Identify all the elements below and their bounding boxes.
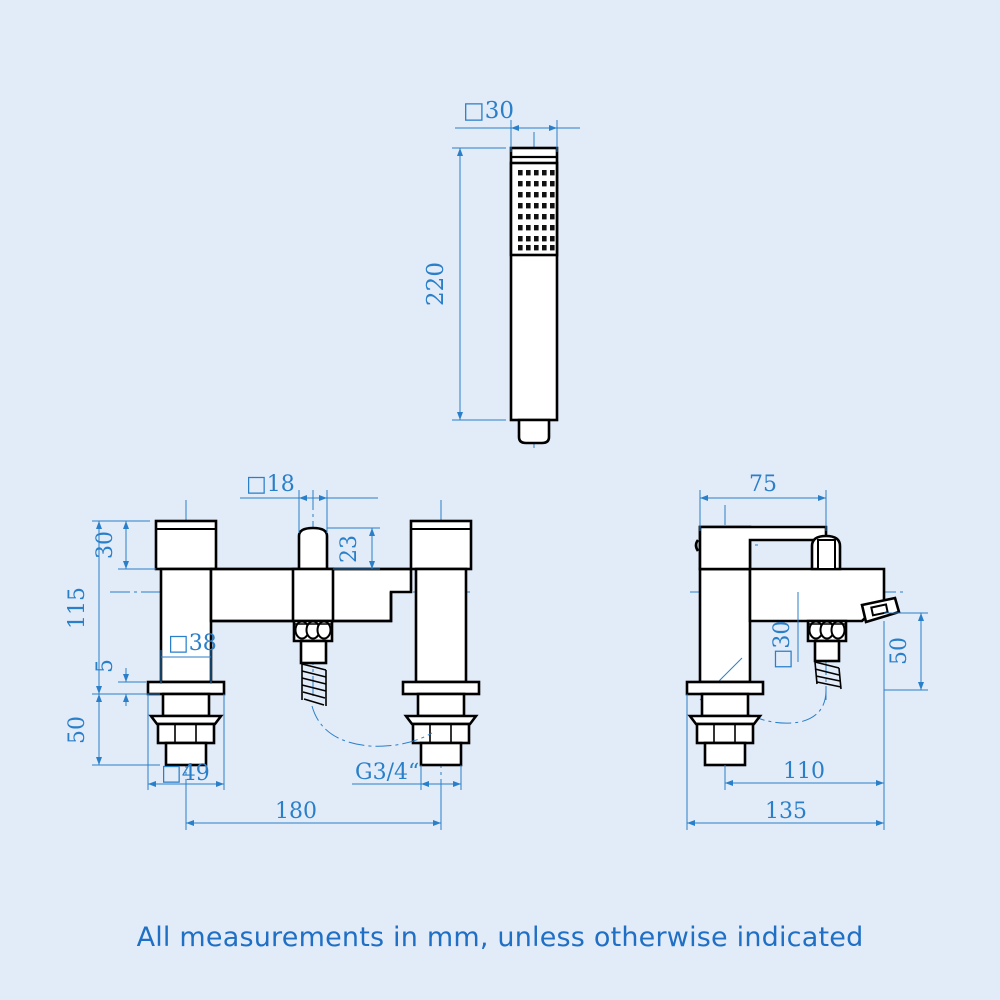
dim-front-handle-height: 30 [93, 520, 156, 570]
dim-side-diverter-dia-label: □30 [770, 621, 795, 670]
dim-front-base-width-label: □38 [168, 631, 217, 656]
front-spout-underside [211, 592, 393, 623]
front-diverter-knob [297, 526, 329, 571]
dim-side-diverter-dia: □30 [770, 592, 799, 670]
dim-front-handle-dia: □18 [240, 472, 378, 533]
front-view: □18 23 30 115 5 [65, 472, 481, 830]
front-right-column [414, 567, 468, 684]
dim-handset-length-label: 220 [423, 262, 449, 306]
front-diverter-stem [299, 639, 328, 665]
dim-side-offset: 110 [724, 621, 885, 790]
side-tail [703, 741, 747, 767]
dim-front-centres-label: 180 [275, 799, 317, 824]
dim-side-overall-label: 135 [765, 799, 807, 824]
front-left-handle [154, 519, 218, 571]
front-right-flange [401, 680, 481, 696]
dim-front-thread: G3/4“ [352, 760, 462, 790]
dim-front-flange-thickness-label: 5 [93, 659, 118, 673]
dim-front-tail-length-label: 50 [65, 716, 90, 744]
front-left-locknut [156, 722, 216, 745]
front-right-locknut [411, 722, 471, 745]
dim-handset-length: 220 [423, 147, 506, 421]
handset-hose-connector [517, 418, 551, 445]
dim-side-offset-label: 110 [783, 759, 825, 784]
side-column [698, 567, 752, 684]
dim-front-centres: 180 [185, 790, 442, 830]
dim-side-spout-height: 50 [884, 612, 928, 691]
front-right-shank [416, 692, 466, 718]
dim-front-diverter-height-label: 23 [337, 535, 362, 563]
dim-handset-width-label: □30 [463, 98, 514, 124]
dim-front-base-width: □38 [160, 631, 217, 684]
front-left-flange [146, 680, 226, 696]
dim-side-spout-reach: 75 [699, 472, 827, 531]
side-shank [700, 692, 750, 718]
side-handle-arm [698, 525, 828, 571]
dim-front-tail-length: 50 [65, 693, 160, 766]
dim-side-overall: 135 [686, 621, 885, 830]
front-right-tail [419, 741, 463, 767]
side-flexible-hose [814, 661, 842, 690]
dim-handset-width: □30 [455, 98, 580, 152]
front-hose-leader [311, 705, 433, 747]
dim-front-thread-label: G3/4“ [355, 760, 419, 785]
side-diverter-stem [813, 639, 841, 663]
front-diverter-collar [291, 567, 335, 623]
side-locknut [695, 722, 755, 745]
front-right-handle [409, 519, 473, 571]
side-spout-aerator [860, 596, 901, 624]
front-diverter-hexnut [292, 619, 334, 643]
handset-spray-face [509, 161, 559, 257]
side-diverter-knob [810, 534, 842, 571]
dim-side-spout-height-label: 50 [887, 637, 912, 665]
side-view: 75 □30 50 110 135 [685, 472, 928, 830]
front-flexible-hose [301, 663, 327, 706]
front-left-column [159, 567, 213, 684]
dim-front-handle-height-label: 30 [93, 531, 118, 559]
dim-front-flange-width-label: □49 [161, 761, 210, 786]
dim-side-spout-reach-label: 75 [749, 472, 777, 497]
dim-front-body-height-label: 115 [65, 587, 90, 629]
front-left-shank [161, 692, 211, 718]
side-flange [685, 680, 765, 696]
dim-front-diverter-height: 23 [327, 527, 380, 570]
dim-front-flange-thickness: 5 [93, 659, 146, 706]
dim-front-handle-dia-label: □18 [246, 472, 295, 497]
front-left-tail [164, 741, 208, 767]
dim-front-flange-width: □49 [147, 694, 225, 790]
measurement-note: All measurements in mm, unless otherwise… [136, 922, 864, 953]
side-diverter-hexnut [806, 619, 848, 643]
handset-view: □30 220 [423, 98, 580, 448]
